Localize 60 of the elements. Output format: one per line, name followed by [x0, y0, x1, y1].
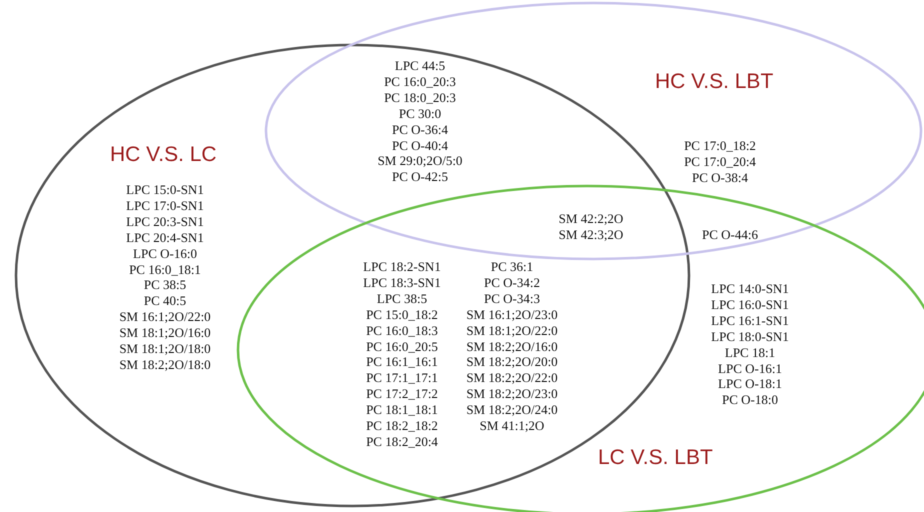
lipid-name: PC O-36:4	[392, 122, 448, 137]
lipid-name: PC 16:0_20:5	[366, 338, 438, 354]
lipid-name: PC 17:2_17:2	[366, 386, 438, 402]
lipid-name: PC O-42:5	[392, 169, 448, 184]
lipid-name: SM 18:2;2O/18:0	[119, 356, 211, 372]
lipid-name: PC 17:0_20:4	[684, 154, 756, 169]
lipid-name: PC 36:1	[490, 259, 534, 274]
lipid-name: SM 18:2;2O/24:0	[466, 402, 558, 418]
lipid-name: SM 18:2;2O/23:0	[466, 386, 558, 402]
lipid-name: LPC 17:0-SN1	[126, 198, 204, 213]
lipid-name: PC 17:1_17:1	[366, 370, 438, 386]
lipid-name: LPC 18:0-SN1	[711, 328, 789, 344]
lipid-name: SM 42:3;2O	[558, 226, 624, 242]
lipid-name: SM 18:2;2O/20:0	[466, 354, 558, 370]
lipid-name: PC 30:0	[398, 106, 442, 121]
lipid-name: PC O-34:2	[484, 274, 540, 290]
set-title: LC V.S. LBT	[598, 446, 713, 470]
lipid-name: PC 16:0_20:3	[384, 74, 456, 89]
lipid-name: LPC O-16:0	[133, 246, 197, 261]
lipid-name: PC 18:0_20:3	[384, 90, 456, 105]
lipid-name: PC O-44:6	[702, 227, 758, 242]
lipid-name: SM 16:1;2O/23:0	[466, 306, 558, 322]
lipid-name: PC 18:2_20:4	[366, 434, 438, 449]
lipid-name: SM 18:2;2O/16:0	[466, 338, 558, 354]
lipid-name: PC O-38:4	[692, 170, 748, 185]
lipid-name: SM 18:1;2O/16:0	[119, 325, 211, 340]
lipid-name: PC O-34:3	[484, 290, 540, 306]
lipid-name: LPC 44:5	[394, 58, 446, 73]
lipid-name: SM 29:0;2O/5:0	[378, 153, 462, 168]
lipid-name: LPC O-16:1	[718, 360, 782, 376]
lipid-name: PC 16:0_18:1	[129, 262, 201, 276]
lipid-name: PC 18:1_18:1	[366, 402, 438, 418]
lipid-name: PC 15:0_18:2	[366, 306, 438, 322]
lipid-name: LPC O-18:1	[718, 376, 782, 392]
lipid-name: LPC 20:3-SN1	[126, 214, 204, 229]
lipid-name: PC O-18:0	[722, 392, 778, 408]
lipid-name: PC O-40:4	[392, 138, 448, 152]
lipid-name: LPC 18:1	[724, 344, 776, 360]
lipid-name: LPC 18:3-SN1	[363, 274, 441, 290]
lipid-name: SM 42:2;2O	[558, 211, 624, 226]
lipid-name: SM 41:1;2O	[480, 418, 544, 433]
lipid-name: LPC 15:0-SN1	[126, 182, 204, 197]
lipid-name: SM 16:1;2O/22:0	[119, 309, 211, 324]
lipid-name: SM 18:2;2O/22:0	[466, 370, 558, 386]
set-title: HC V.S. LC	[110, 143, 217, 167]
lipid-name: SM 18:1;2O/22:0	[466, 322, 558, 338]
lipid-name: PC 17:0_18:2	[684, 138, 756, 153]
set-title: HC V.S. LBT	[655, 70, 774, 94]
lipid-name: LPC 38:5	[376, 290, 428, 306]
lipid-name: LPC 20:4-SN1	[126, 230, 204, 245]
lipid-name: LPC 16:0-SN1	[711, 296, 789, 312]
lipid-name: PC 18:2_18:2	[366, 418, 438, 433]
lipid-name: LPC 14:0-SN1	[711, 281, 789, 296]
lipid-name: LPC 18:2-SN1	[363, 259, 441, 274]
lipid-name: PC 16:0_18:3	[366, 322, 438, 338]
lipid-name: PC 38:5	[144, 277, 186, 292]
lipid-name: LPC 16:1-SN1	[711, 312, 789, 328]
lipid-name: PC 16:1_16:1	[366, 354, 438, 370]
lipid-name: SM 18:1;2O/18:0	[119, 341, 211, 356]
lipid-name: PC 40:5	[144, 293, 186, 308]
